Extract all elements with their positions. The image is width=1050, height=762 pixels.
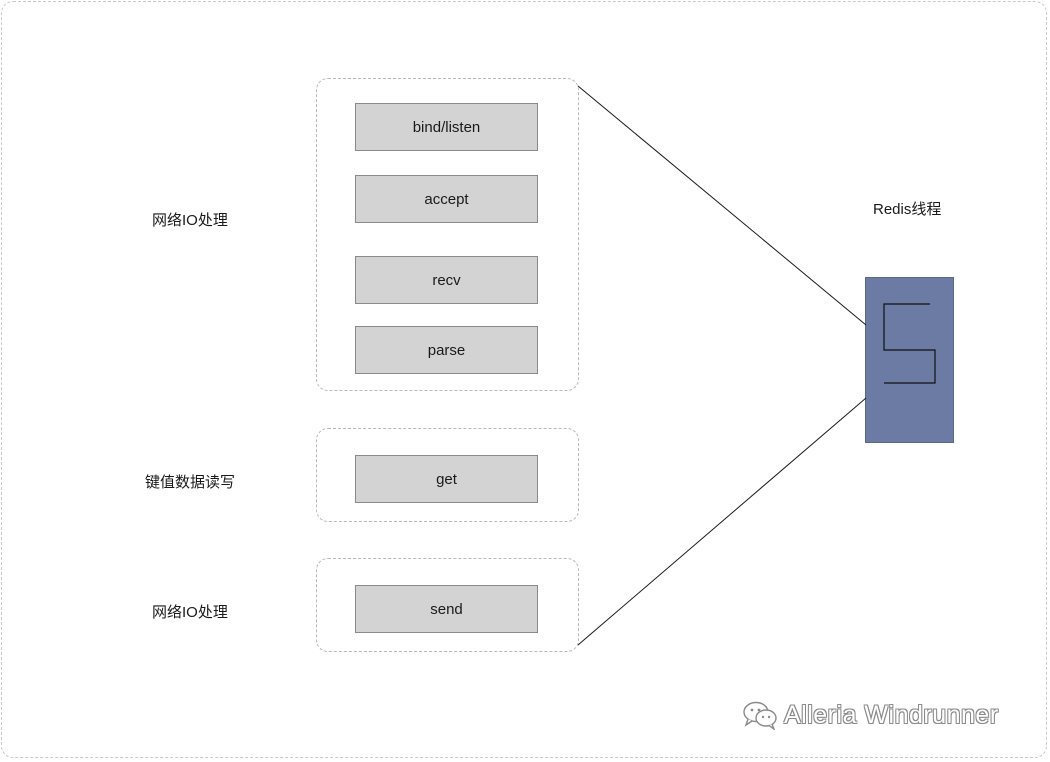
- parse-step: parse: [355, 326, 538, 374]
- send-step: send: [355, 585, 538, 633]
- network-io-output-group: [316, 558, 579, 652]
- network-io-input-label: 网络IO处理: [152, 212, 228, 229]
- wechat-icon: [743, 701, 777, 730]
- get-step: get: [355, 455, 538, 503]
- kv-group: [316, 428, 579, 522]
- watermark-text: Alleria Windrunner: [784, 700, 999, 729]
- connector-line-top: [577, 85, 867, 326]
- network-io-output-label: 网络IO处理: [152, 604, 228, 621]
- kv-label: 键值数据读写: [145, 474, 236, 491]
- network-io-input-group: [316, 78, 579, 391]
- recv-step: recv: [355, 256, 538, 304]
- connector-line-bottom: [577, 397, 867, 646]
- bind-listen-step: bind/listen: [355, 103, 538, 151]
- redis-thread-box: [865, 277, 954, 443]
- accept-step: accept: [355, 175, 538, 223]
- thread-symbol: [883, 303, 936, 384]
- watermark: Alleria Windrunner: [742, 700, 999, 730]
- redis-thread-label: Redis线程: [873, 201, 942, 218]
